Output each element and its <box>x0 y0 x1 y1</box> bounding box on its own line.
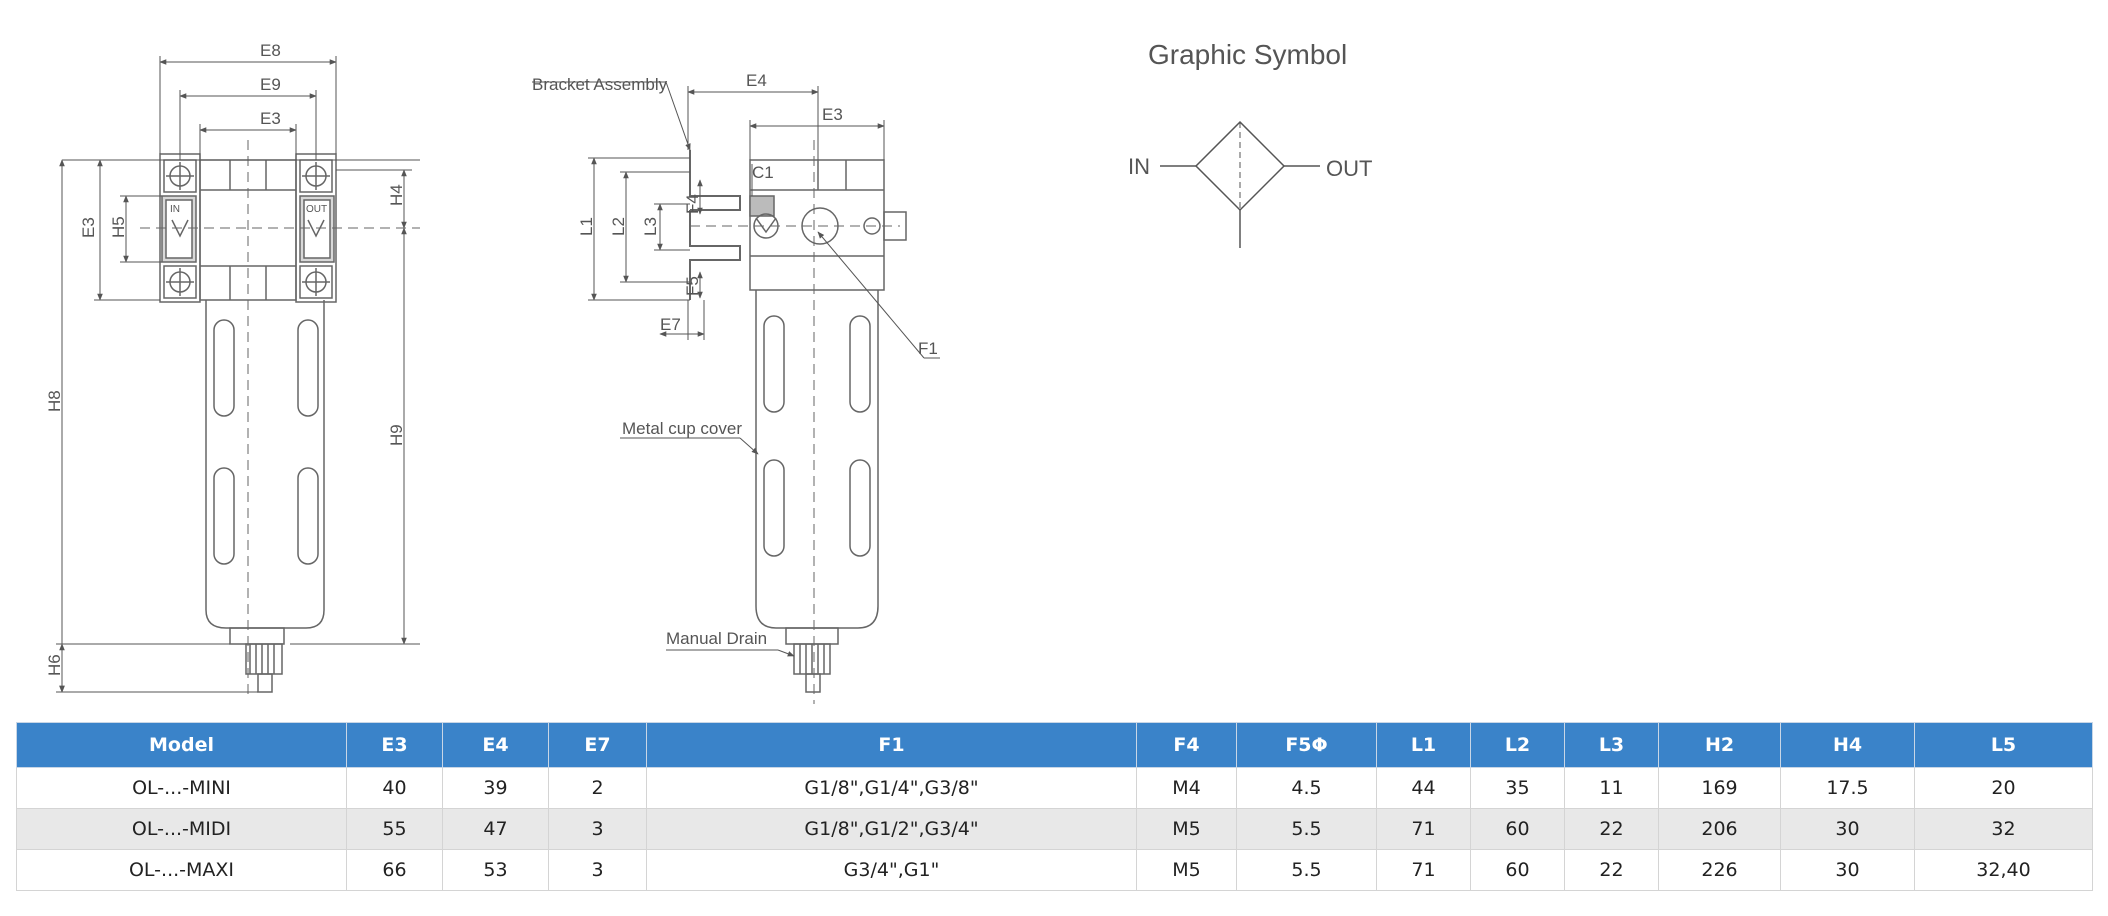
header-f5: F5Φ <box>1236 722 1377 768</box>
table-row: OL-...-MIDI 55 47 3 G1/8",G1/2",G3/4" M5… <box>16 808 2093 850</box>
header-e4: E4 <box>442 722 549 768</box>
symbol-in-label: IN <box>1128 154 1150 179</box>
graphic-symbol-title: Graphic Symbol <box>1148 39 1347 70</box>
svg-text:H5: H5 <box>109 216 128 238</box>
svg-text:E7: E7 <box>660 315 681 334</box>
side-dimensions <box>532 81 940 657</box>
svg-text:E9: E9 <box>260 75 281 94</box>
svg-text:OUT: OUT <box>306 204 327 215</box>
table-cell: 60 <box>1470 849 1565 891</box>
svg-text:Bracket Assembly: Bracket Assembly <box>532 75 668 94</box>
table-cell: 30 <box>1780 849 1915 891</box>
svg-text:E3: E3 <box>79 217 98 238</box>
side-view <box>689 140 907 704</box>
svg-text:H4: H4 <box>387 184 406 206</box>
table-cell: 3 <box>548 808 647 850</box>
svg-text:IN: IN <box>170 204 180 215</box>
table-cell: 66 <box>346 849 443 891</box>
table-cell: 47 <box>442 808 549 850</box>
table-cell: 4.5 <box>1236 767 1377 809</box>
table-cell: 3 <box>548 849 647 891</box>
table-cell: 35 <box>1470 767 1565 809</box>
table-cell: 53 <box>442 849 549 891</box>
svg-text:Manual Drain: Manual Drain <box>666 629 767 648</box>
front-dimensions <box>56 56 420 693</box>
svg-text:F1: F1 <box>918 339 938 358</box>
table-cell: M4 <box>1136 767 1237 809</box>
header-l3: L3 <box>1564 722 1659 768</box>
table-cell: 17.5 <box>1780 767 1915 809</box>
table-cell: 40 <box>346 767 443 809</box>
svg-text:E4: E4 <box>746 71 767 90</box>
header-f1: F1 <box>646 722 1137 768</box>
header-e3: E3 <box>346 722 443 768</box>
svg-text:H6: H6 <box>45 654 64 676</box>
table-cell: 71 <box>1376 849 1471 891</box>
header-model: Model <box>16 722 347 768</box>
header-h2: H2 <box>1658 722 1781 768</box>
table-cell: 44 <box>1376 767 1471 809</box>
table-cell: OL-...-MAXI <box>16 849 347 891</box>
header-l5: L5 <box>1914 722 2093 768</box>
table-row: OL-...-MINI 40 39 2 G1/8",G1/4",G3/8" M4… <box>16 767 2093 809</box>
svg-text:H9: H9 <box>387 424 406 446</box>
table-row: OL-...-MAXI 66 53 3 G3/4",G1" M5 5.5 71 … <box>16 849 2093 891</box>
table-cell: 32,40 <box>1914 849 2093 891</box>
table-cell: M5 <box>1136 849 1237 891</box>
table-cell: 11 <box>1564 767 1659 809</box>
table-cell: 55 <box>346 808 443 850</box>
side-dimension-labels: E4 E3 L1 L2 L3 F4 F5 E7 C1 F1 Bracket As… <box>532 71 938 648</box>
technical-drawing: E8 E9 E3 E3 H5 H8 H6 H4 H9 IN OUT <box>45 39 1372 704</box>
table-cell: 32 <box>1914 808 2093 850</box>
table-cell: 206 <box>1658 808 1781 850</box>
table-cell: 5.5 <box>1236 849 1377 891</box>
header-e7: E7 <box>548 722 647 768</box>
table-cell: G3/4",G1" <box>646 849 1137 891</box>
svg-text:F4: F4 <box>683 194 702 214</box>
header-l1: L1 <box>1376 722 1471 768</box>
svg-text:Metal cup cover: Metal cup cover <box>622 419 742 438</box>
table-cell: OL-...-MINI <box>16 767 347 809</box>
svg-text:E3: E3 <box>822 105 843 124</box>
table-cell: 30 <box>1780 808 1915 850</box>
table-cell: OL-...-MIDI <box>16 808 347 850</box>
table-cell: G1/8",G1/2",G3/4" <box>646 808 1137 850</box>
svg-text:L1: L1 <box>577 217 596 236</box>
graphic-symbol: Graphic Symbol IN OUT <box>1128 39 1372 248</box>
table-cell: 169 <box>1658 767 1781 809</box>
table-cell: 2 <box>548 767 647 809</box>
table-cell: M5 <box>1136 808 1237 850</box>
table-header-row: Model E3 E4 E7 F1 F4 F5Φ L1 L2 L3 H2 H4 … <box>16 722 2093 768</box>
table-cell: 226 <box>1658 849 1781 891</box>
svg-text:E3: E3 <box>260 109 281 128</box>
front-dimension-labels: E8 E9 E3 E3 H5 H8 H6 H4 H9 IN OUT <box>45 41 406 676</box>
table-cell: 20 <box>1914 767 2093 809</box>
header-h4: H4 <box>1780 722 1915 768</box>
dimension-table: Model E3 E4 E7 F1 F4 F5Φ L1 L2 L3 H2 H4 … <box>16 722 2093 891</box>
table-cell: 71 <box>1376 808 1471 850</box>
table-cell: 39 <box>442 767 549 809</box>
header-f4: F4 <box>1136 722 1237 768</box>
symbol-out-label: OUT <box>1326 156 1372 181</box>
table-cell: 5.5 <box>1236 808 1377 850</box>
svg-text:F5: F5 <box>683 276 702 296</box>
front-view <box>140 140 420 700</box>
svg-text:H8: H8 <box>45 390 64 412</box>
table-cell: G1/8",G1/4",G3/8" <box>646 767 1137 809</box>
svg-text:C1: C1 <box>752 163 774 182</box>
table-cell: 22 <box>1564 808 1659 850</box>
svg-text:E8: E8 <box>260 41 281 60</box>
svg-text:L2: L2 <box>609 217 628 236</box>
table-cell: 22 <box>1564 849 1659 891</box>
header-l2: L2 <box>1470 722 1565 768</box>
table-cell: 60 <box>1470 808 1565 850</box>
svg-text:L3: L3 <box>641 217 660 236</box>
